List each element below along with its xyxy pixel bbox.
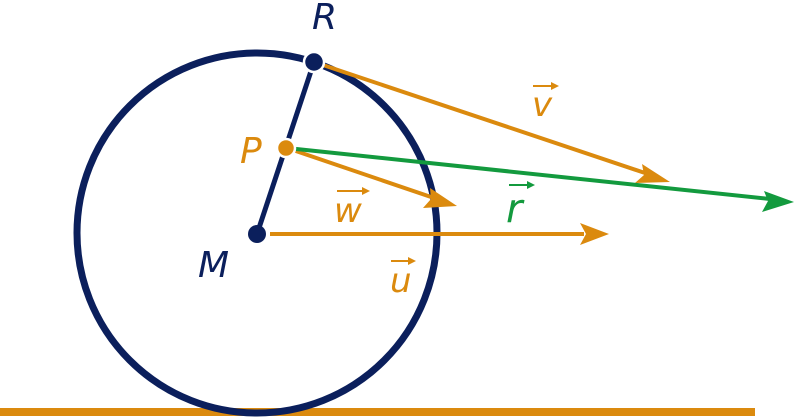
point-r-dot xyxy=(302,50,326,74)
label-w: w xyxy=(334,191,362,231)
vector-u-label-arrow-icon xyxy=(391,257,416,265)
vector-w-label-arrow-icon xyxy=(337,187,370,195)
point-p-dot xyxy=(275,137,297,159)
point-m-dot xyxy=(248,225,266,243)
vector-w-arrowhead xyxy=(423,188,457,208)
label-r-vector: r xyxy=(506,186,525,232)
label-u: u xyxy=(390,261,412,301)
vector-r-arrowhead xyxy=(762,191,794,212)
vector-r-label-arrow-icon xyxy=(509,181,535,189)
label-p: P xyxy=(240,131,262,172)
vector-v-arrowhead xyxy=(635,164,670,183)
vector-v-label-arrow-icon xyxy=(533,82,559,90)
label-r: R xyxy=(312,0,337,38)
vector-u-arrowhead xyxy=(580,223,609,245)
vector-r-shaft xyxy=(286,146,771,201)
label-m: M xyxy=(198,245,229,286)
label-v: v xyxy=(532,85,553,125)
vector-w-shaft xyxy=(286,146,435,200)
vector-v-shaft xyxy=(313,60,649,176)
